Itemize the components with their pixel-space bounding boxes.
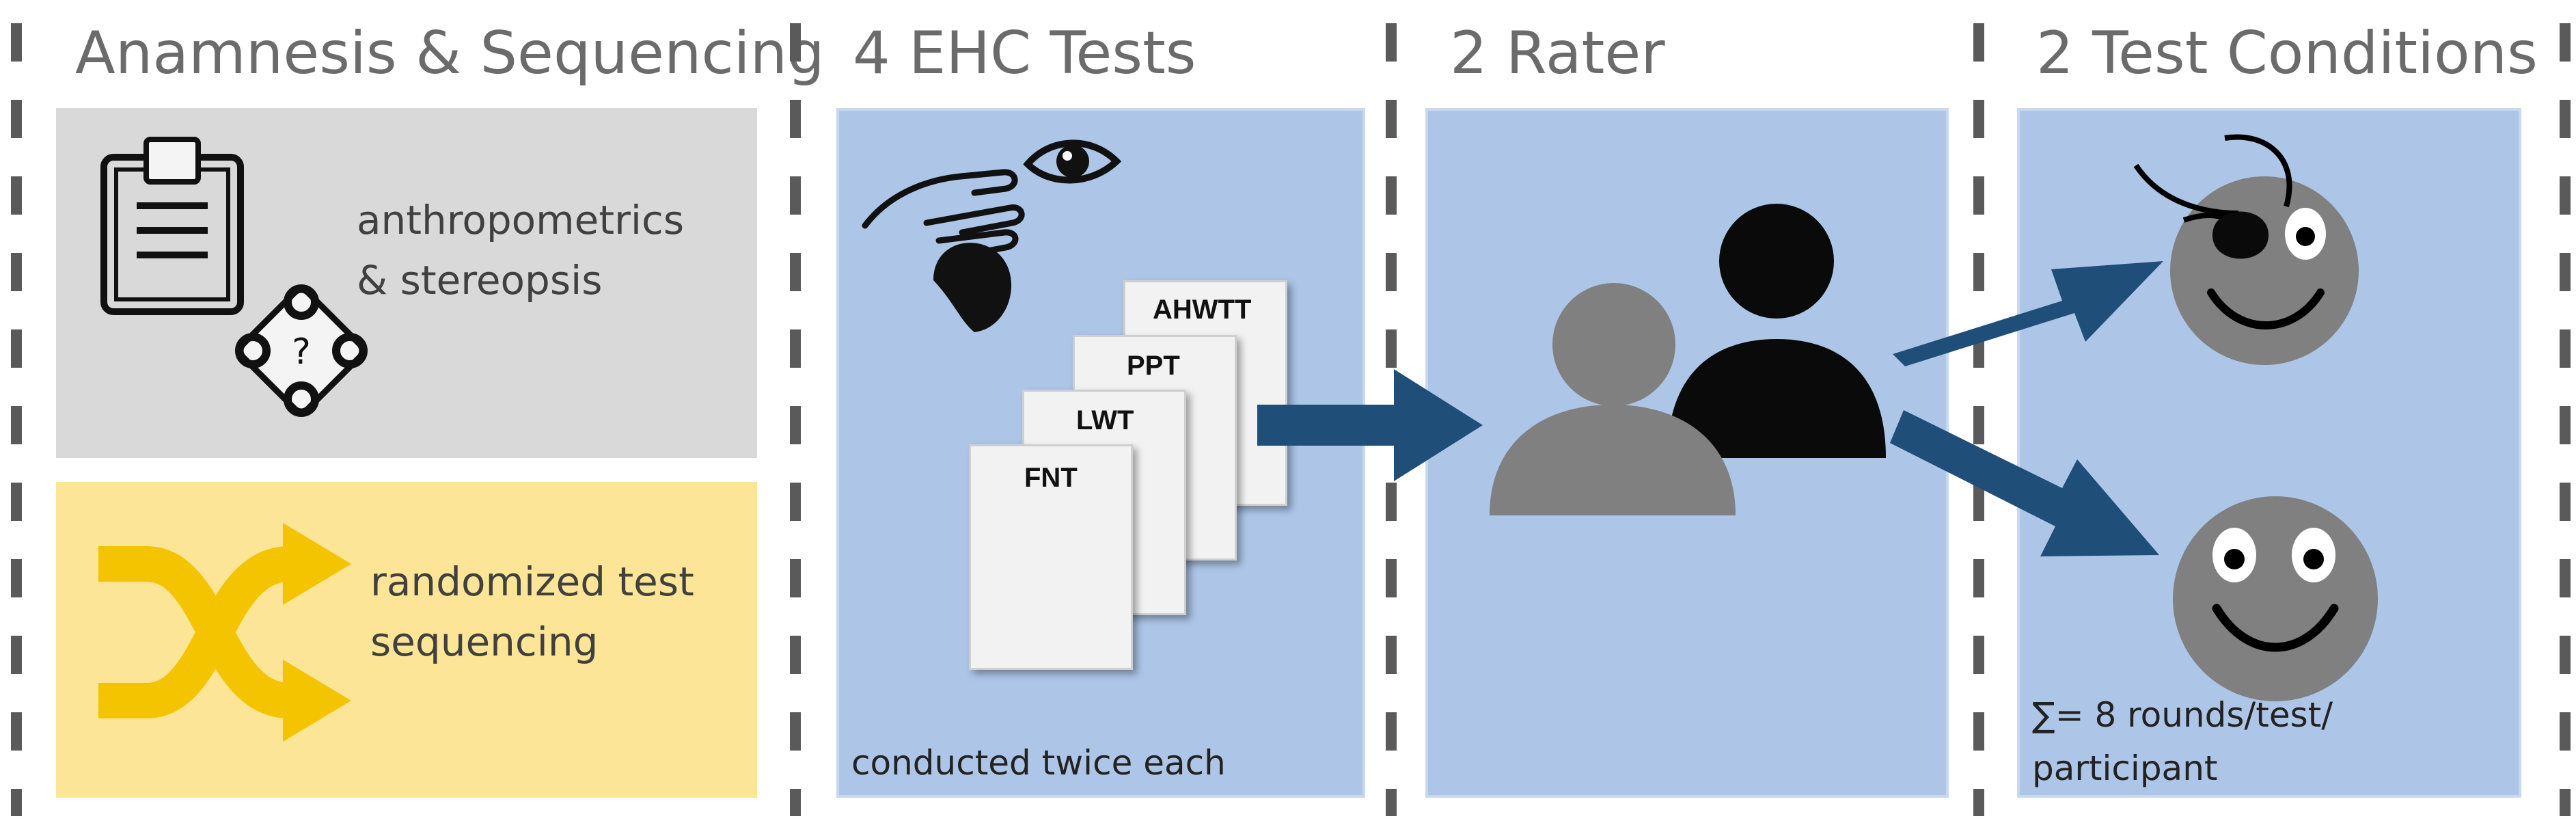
sequencing-panel: randomized test sequencing — [56, 482, 757, 798]
arrow-tests-to-raters — [1257, 369, 1483, 481]
conditions-panel: ∑= 8 rounds/test/ participant — [2017, 108, 2521, 798]
arrow-raters-to-eyepatch — [1893, 261, 2163, 366]
eye-hand-icon — [862, 139, 1122, 332]
anamnesis-panel: ? anthropometrics & stereopsis — [56, 108, 757, 458]
stereo-test-icon: ? — [235, 284, 368, 417]
test-card-label: FNT — [1024, 463, 1078, 493]
test-card-label: AHWTT — [1153, 295, 1252, 325]
heading-ehc-tests: 4 EHC Tests — [853, 19, 1196, 87]
test-card-fnt: FNT — [969, 444, 1133, 670]
clipboard-icon — [100, 137, 244, 315]
tests-panel: AHWTT PPT LWT FNT conducted twice each — [836, 108, 1365, 798]
conditions-footnote-line1: ∑= 8 rounds/test/ — [2032, 695, 2333, 735]
svg-text:?: ? — [292, 332, 311, 373]
separator-line — [790, 23, 801, 816]
heading-anamnesis: Anamnesis & Sequencing — [75, 19, 825, 87]
two-persons-icon — [1490, 204, 1886, 515]
sequencing-text-line1: randomized test — [370, 558, 694, 605]
sequencing-text-line2: sequencing — [370, 619, 599, 665]
separator-line — [1973, 23, 1984, 816]
separator-line — [2560, 23, 2571, 816]
shuffle-icon — [98, 523, 351, 742]
anamnesis-text-line2: & stereopsis — [357, 257, 603, 303]
conditions-footnote-line2: participant — [2032, 748, 2218, 788]
heading-test-conditions: 2 Test Conditions — [2036, 19, 2538, 87]
raters-panel — [1425, 108, 1949, 798]
anamnesis-text-line1: anthropometrics — [357, 197, 685, 243]
arrow-raters-to-smiley — [1890, 410, 2159, 556]
tests-footnote: conducted twice each — [851, 743, 1226, 783]
test-card-label: PPT — [1127, 351, 1180, 381]
test-card-label: LWT — [1076, 405, 1134, 435]
heading-rater: 2 Rater — [1450, 19, 1665, 87]
eyepatch-face-icon — [2133, 134, 2359, 365]
separator-line — [11, 23, 22, 816]
smiley-face-icon — [2173, 496, 2378, 701]
